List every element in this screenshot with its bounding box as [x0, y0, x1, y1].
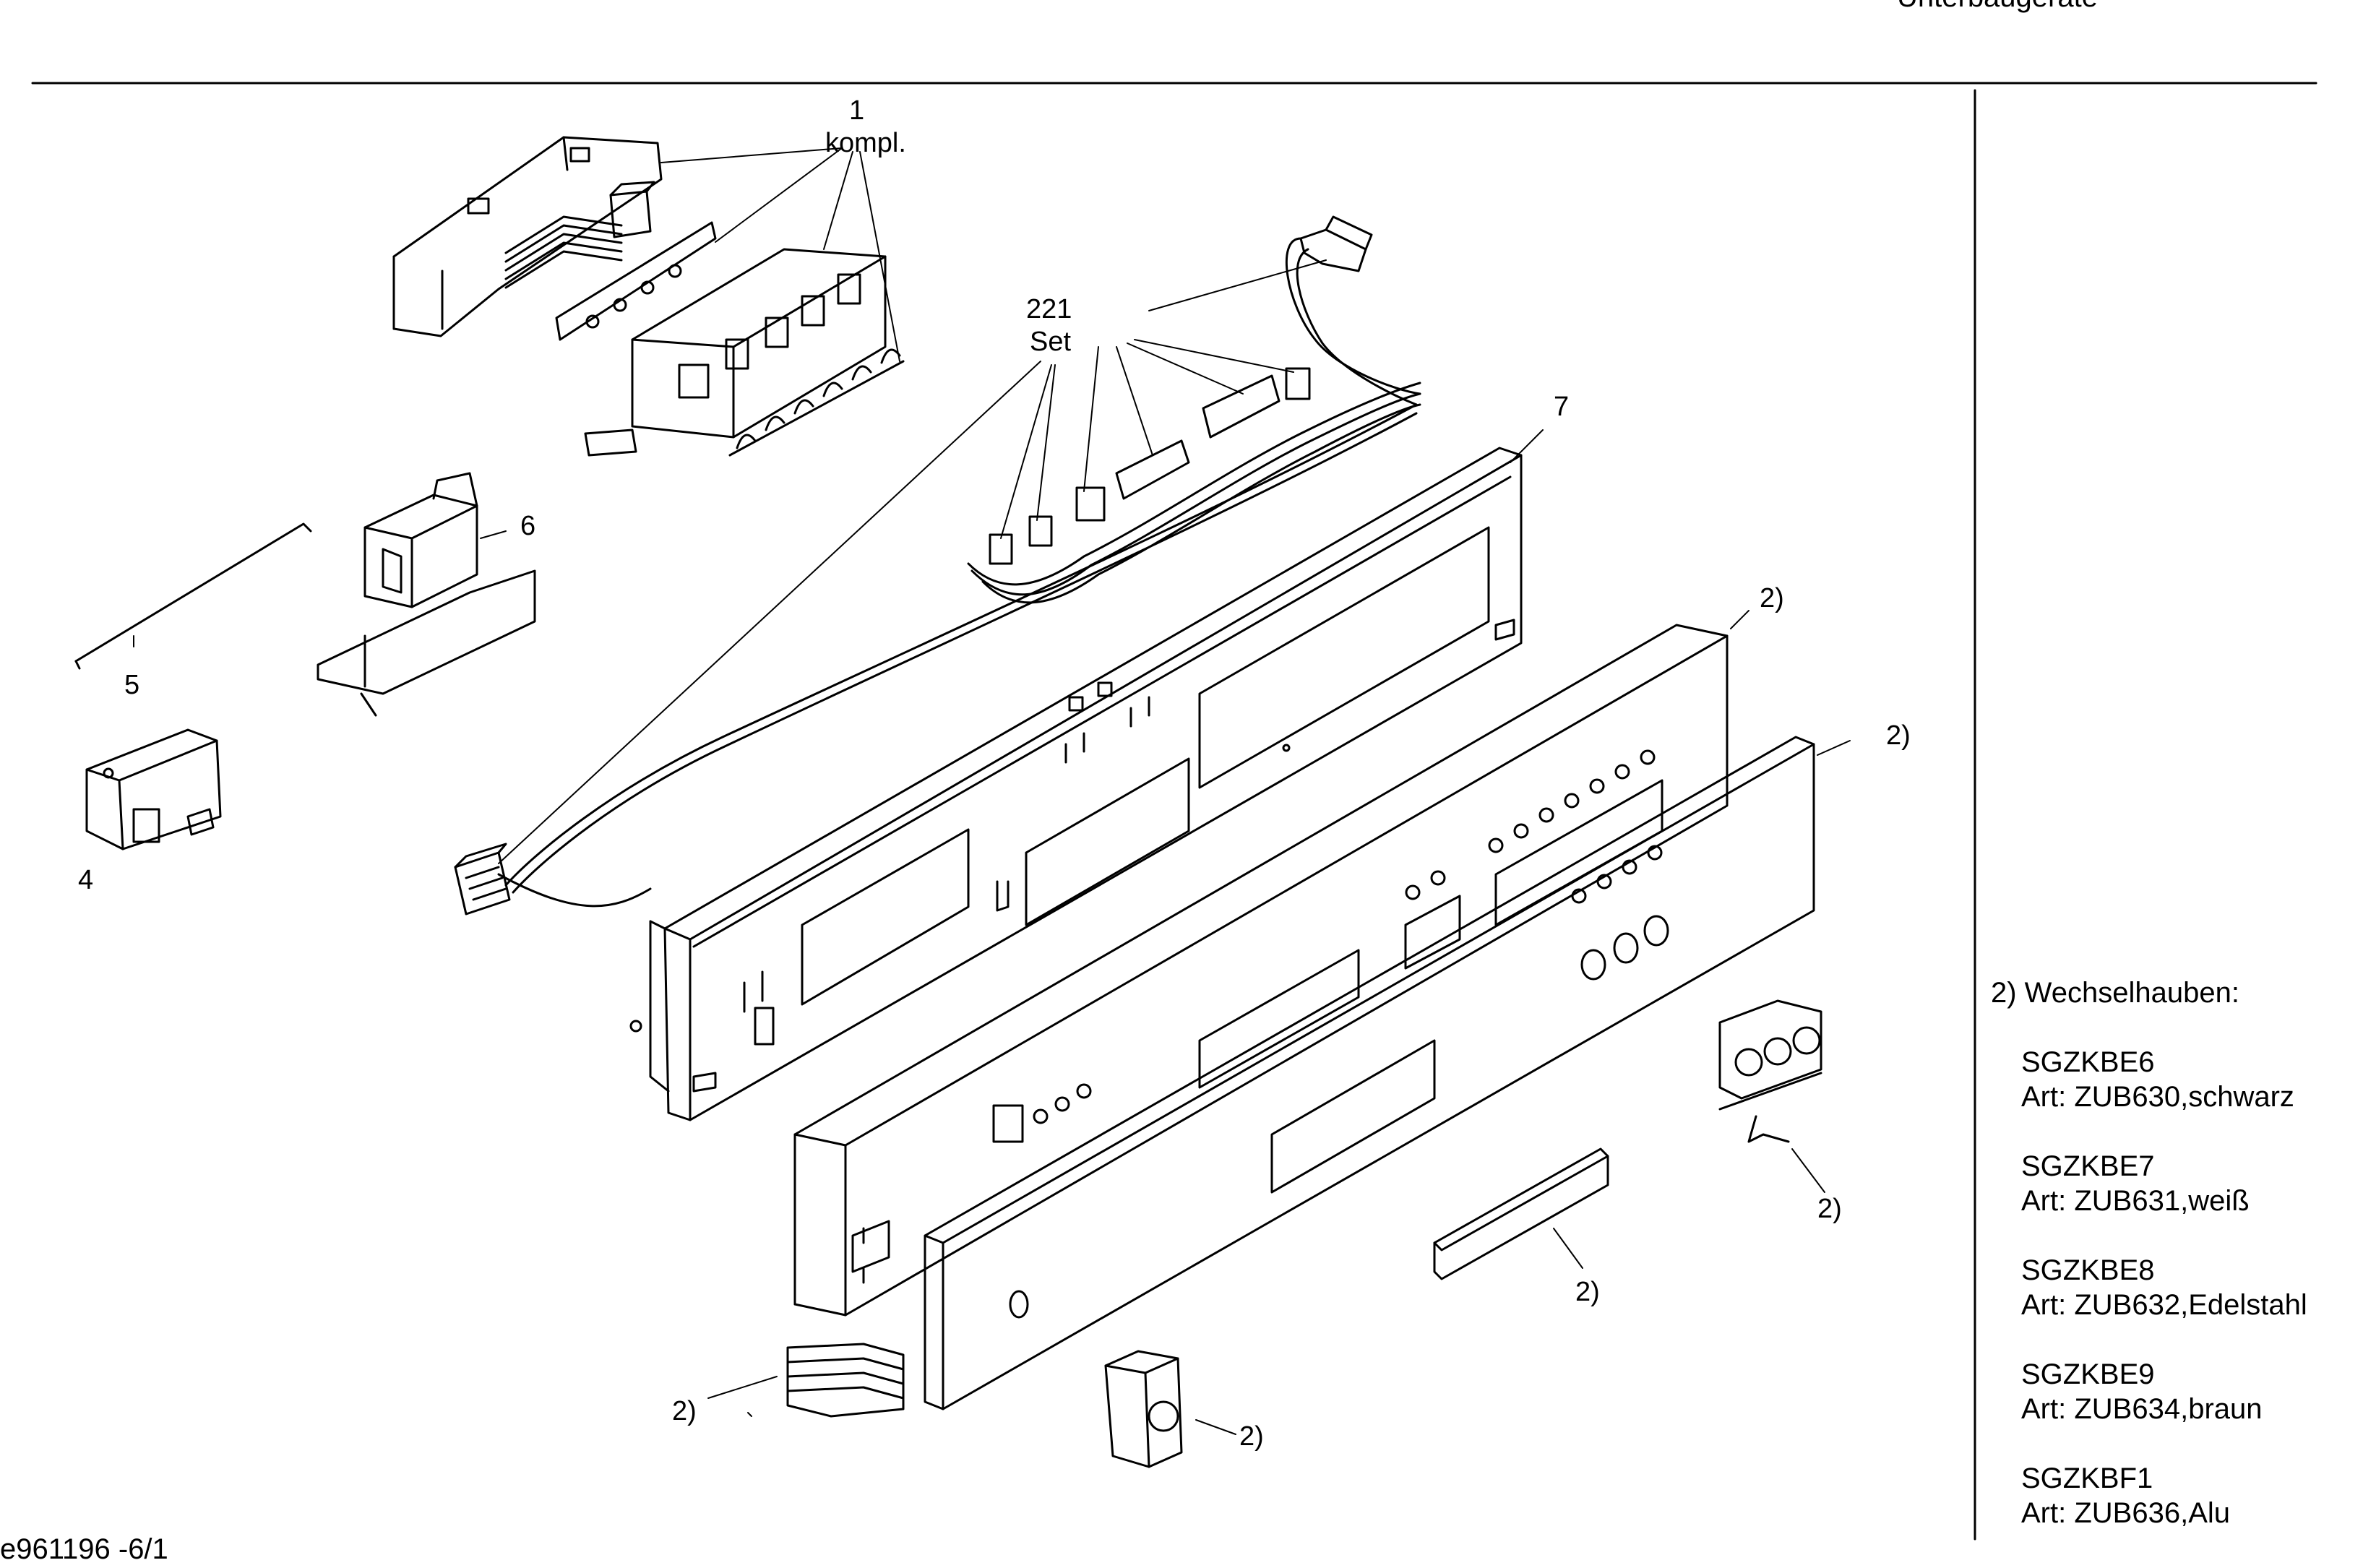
part-221-wiring-harness — [455, 217, 1420, 914]
spacer-stack-tick — [748, 1413, 752, 1416]
part-7-inner-panel-frame — [631, 448, 1521, 1120]
part-6-mains-switch — [318, 473, 535, 715]
spacer-stack-leader — [708, 1377, 777, 1398]
legend-article: Art: ZUB636,Alu — [2021, 1497, 2231, 1529]
legend: 2) Wechselhauben: SGZKBE6 Art: ZUB630,sc… — [1991, 975, 2352, 1530]
rotary-knob-leader — [1196, 1420, 1236, 1434]
callout-knob-set: 2) — [1817, 1194, 1842, 1224]
legend-article: Art: ZUB634,braun — [2021, 1393, 2263, 1425]
legend-article: Art: ZUB630,schwarz — [2021, 1081, 2294, 1113]
callout-part-221-note: Set — [1030, 327, 1072, 357]
callout-spacer-stack: 2) — [672, 1396, 697, 1426]
spacer-stack — [788, 1344, 903, 1416]
callout-part-1: 1 — [849, 95, 865, 126]
header-cut-text: Unterbaugeräte — [1897, 0, 2098, 14]
part-221-leaders — [499, 260, 1326, 863]
drawing-code: e961196 -6/1 — [0, 1533, 168, 1565]
callout-part-1-note: kompl. — [825, 128, 906, 158]
callout-part-221: 221 — [1026, 294, 1072, 324]
knob-set-leader — [1792, 1149, 1825, 1192]
callout-rotary-knob: 2) — [1239, 1421, 1264, 1452]
trim-strip-leader — [1554, 1228, 1583, 1268]
callout-part-6: 6 — [520, 511, 536, 541]
callout-front-cover: 2) — [1886, 720, 1911, 751]
rotary-knob — [1106, 1351, 1182, 1467]
legend-model: SGZKBE7 — [2021, 1150, 2155, 1182]
outer-panel-shell — [795, 625, 1727, 1315]
legend-model: SGZKBF1 — [2021, 1463, 2153, 1494]
callout-part-5: 5 — [124, 670, 140, 700]
callout-trim-strip: 2) — [1575, 1277, 1600, 1307]
legend-title: 2) Wechselhauben: — [1991, 977, 2239, 1009]
part-1-control-module — [394, 137, 903, 455]
front-cover-plate — [925, 737, 1814, 1409]
part-4-door-switch — [87, 730, 220, 849]
legend-article: Art: ZUB632,Edelstahl — [2021, 1289, 2307, 1321]
legend-model: SGZKBE9 — [2021, 1358, 2155, 1390]
callout-part-7: 7 — [1554, 392, 1570, 422]
legend-model: SGZKBE6 — [2021, 1046, 2155, 1078]
knob-set — [1720, 1001, 1821, 1142]
callout-part-4: 4 — [78, 865, 94, 895]
part-5-rod — [76, 524, 311, 668]
part-1-leaders — [661, 148, 900, 361]
outer-panel-leader — [1731, 611, 1749, 629]
callout-outer-panel: 2) — [1760, 583, 1784, 613]
part-7-leader — [1510, 430, 1543, 462]
front-cover-leader — [1817, 741, 1850, 755]
trim-strip — [1434, 1149, 1608, 1279]
legend-model: SGZKBE8 — [2021, 1254, 2155, 1286]
legend-article: Art: ZUB631,weiß — [2021, 1185, 2250, 1217]
part-6-leader — [481, 531, 506, 538]
